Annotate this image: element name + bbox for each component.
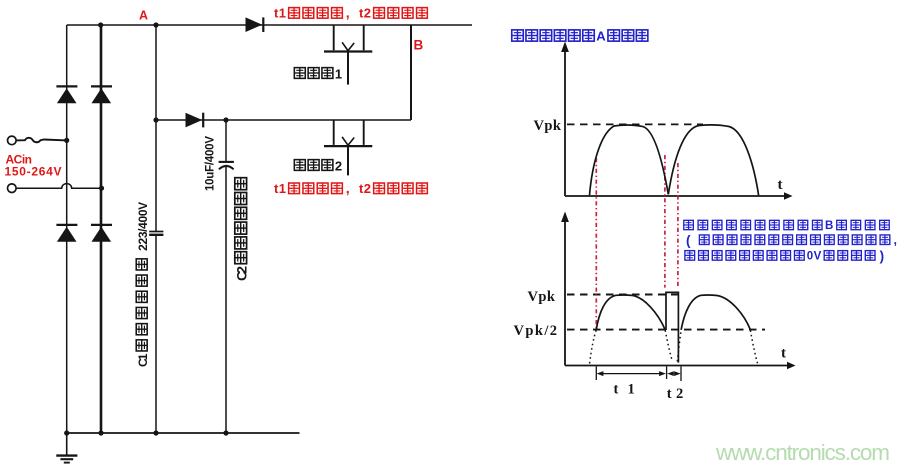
svg-text:2: 2 xyxy=(335,159,342,174)
svg-text:Vpk/2: Vpk/2 xyxy=(514,323,558,339)
svg-text:t: t xyxy=(667,386,672,402)
svg-text:B: B xyxy=(414,38,424,53)
svg-text:,: , xyxy=(346,5,350,21)
svg-text:ACin: ACin xyxy=(6,153,33,167)
svg-text:C2: C2 xyxy=(234,266,250,281)
svg-text:t: t xyxy=(781,346,786,362)
svg-text:B: B xyxy=(825,220,833,232)
svg-text:10uF/400V: 10uF/400V xyxy=(205,136,217,191)
svg-text:t2: t2 xyxy=(359,6,371,21)
svg-text:A: A xyxy=(139,9,148,23)
svg-text:C1: C1 xyxy=(136,353,150,367)
svg-text:150-264V: 150-264V xyxy=(5,165,62,179)
svg-text:t1: t1 xyxy=(274,6,286,21)
svg-text:t1: t1 xyxy=(274,181,286,196)
svg-text:(: ( xyxy=(686,233,691,248)
svg-text:223/400V: 223/400V xyxy=(136,202,150,251)
svg-text:t: t xyxy=(778,177,783,193)
svg-text:2: 2 xyxy=(676,386,683,402)
svg-text:t2: t2 xyxy=(359,181,371,196)
svg-text:1: 1 xyxy=(335,67,342,82)
svg-text:,: , xyxy=(346,180,350,196)
svg-text:Vpk: Vpk xyxy=(528,289,556,305)
svg-text:Vpk: Vpk xyxy=(534,118,562,134)
svg-text:t: t xyxy=(614,382,619,398)
svg-text:): ) xyxy=(880,249,885,264)
svg-text:www.cntronics.com: www.cntronics.com xyxy=(715,440,890,465)
svg-text:,: , xyxy=(894,233,897,247)
svg-text:A: A xyxy=(596,29,606,44)
svg-text:1: 1 xyxy=(628,382,635,398)
svg-text:0V: 0V xyxy=(807,251,822,263)
